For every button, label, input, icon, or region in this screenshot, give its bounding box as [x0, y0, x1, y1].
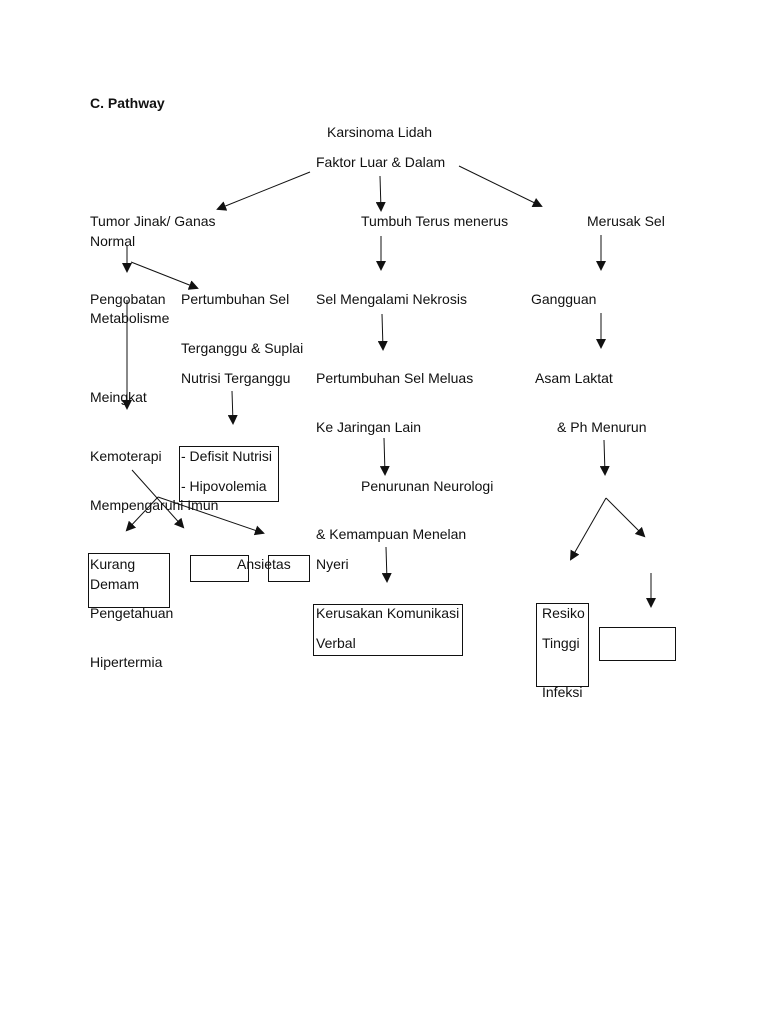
kurang-demam-box: [88, 553, 170, 608]
arrow-split-right: [605, 497, 646, 538]
arrow-nutrisi-to-defisit: [227, 390, 238, 425]
node-kurang: Kurang: [90, 556, 136, 572]
node-sel-nekrosis: Sel Mengalami Nekrosis: [316, 291, 467, 307]
node-defisit-nutrisi: - Defisit Nutrisi: [181, 448, 273, 464]
resiko-box: [536, 603, 589, 687]
arrow-faktor-to-tumor: [216, 171, 311, 211]
arrow-nekrosis-down: [377, 313, 388, 351]
node-ph-menurun: & Ph Menurun: [557, 419, 647, 435]
arrow-kemo-to-kurang: [125, 496, 159, 532]
node-gangguan: Gangguan: [531, 291, 597, 307]
node-nyeri: Nyeri: [316, 556, 349, 572]
section-heading: C. Pathway: [90, 95, 165, 111]
node-resiko: Resiko: [542, 605, 585, 621]
node-kerusakan-komunikasi: Kerusakan Komunikasi: [316, 605, 460, 621]
node-mempengaruhi-imun: Mempengaruhi Imun: [90, 497, 219, 513]
node-faktor: Faktor Luar & Dalam: [316, 154, 446, 170]
node-nutrisi-terganggu: Nutrisi Terganggu: [181, 370, 291, 386]
empty-box-left: [190, 555, 249, 582]
node-tinggi: Tinggi: [542, 635, 580, 651]
kerusakan-box: [313, 604, 463, 656]
node-demam: Demam: [90, 576, 140, 592]
node-pertumbuhan-meluas: Pertumbuhan Sel Meluas: [316, 370, 474, 386]
node-tumbuh: Tumbuh Terus menerus: [361, 213, 509, 229]
node-ansietas: Ansietas: [237, 556, 291, 572]
node-metabolisme: Metabolisme: [90, 310, 170, 326]
arrow-kemo-to-ansietas: [157, 496, 265, 536]
arrow-kemo-to-mid: [131, 469, 185, 529]
defisit-box: [179, 446, 279, 502]
empty-box-far-right: [599, 627, 676, 661]
node-pengetahuan: Pengetahuan: [90, 605, 174, 621]
node-tumor-line2: Normal: [90, 233, 136, 249]
arrow-faktor-to-tumbuh: [375, 175, 386, 212]
node-verbal: Verbal: [316, 635, 356, 651]
node-penurunan-neurologi: Penurunan Neurologi: [361, 478, 494, 494]
arrow-split-left: [570, 497, 607, 561]
node-pertumbuhan-sel: Pertumbuhan Sel: [181, 291, 290, 307]
node-ke-jaringan: Ke Jaringan Lain: [316, 419, 422, 435]
node-karsinoma-lidah: Karsinoma Lidah: [327, 124, 433, 140]
arrow-tumor-to-pertumbuhan: [130, 261, 199, 290]
node-hipovolemia: - Hipovolemia: [181, 478, 267, 494]
node-infeksi: Infeksi: [542, 684, 583, 700]
node-pengobatan: Pengobatan: [90, 291, 166, 307]
node-kemampuan-menelan: & Kemampuan Menelan: [316, 526, 467, 542]
empty-box-right: [268, 555, 310, 582]
node-terganggu-suplai: Terganggu & Suplai: [181, 340, 304, 356]
node-tumor-line1: Tumor Jinak/ Ganas: [90, 213, 216, 229]
arrow-faktor-to-merusak: [458, 165, 543, 207]
node-merusak: Merusak Sel: [587, 213, 665, 229]
node-asam-laktat: Asam Laktat: [535, 370, 613, 386]
arrow-ph-down: [599, 439, 610, 476]
node-kemoterapi: Kemoterapi: [90, 448, 162, 464]
arrow-kemampuan-to-kerusakan: [381, 546, 392, 583]
arrow-jaringan-to-penurunan: [379, 437, 390, 476]
node-hipertermia: Hipertermia: [90, 654, 163, 670]
node-meningkat: Meingkat: [90, 389, 147, 405]
